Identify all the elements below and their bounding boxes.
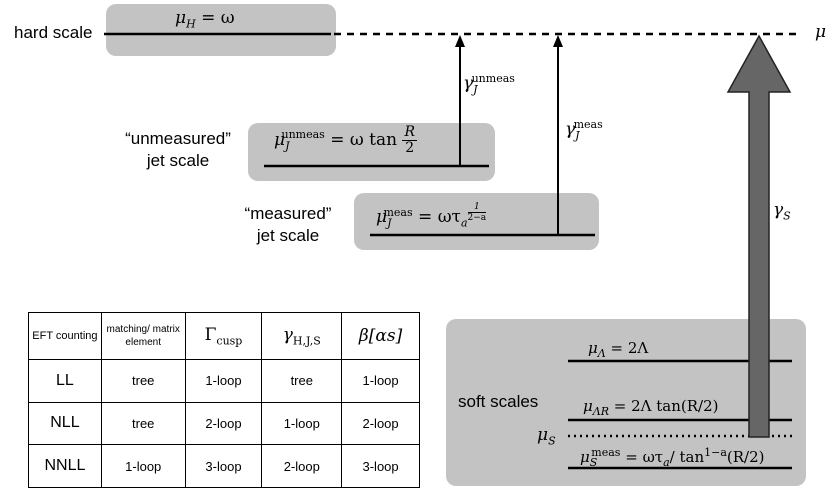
header-beta: β[αs] [341,312,420,360]
table-cell: 1-loop [261,401,343,446]
table-cell: 1-loop [184,359,263,403]
table-cell: 1-loop [100,444,186,488]
gamma-j-meas-label: γJmeas [565,118,603,143]
table-row: NLL tree 2-loop 1-loop 2-loop [28,401,420,446]
table-row: LL tree 1-loop tree 1-loop [28,359,420,403]
gamma-s-big-arrow [726,34,792,438]
mu-s-meas-formula: μSmeas = ωτa/ tan1−a(R/2) [580,446,765,469]
hard-scale-box [106,4,336,56]
table-cell: 3-loop [341,444,420,488]
header-gamma-cusp: Γcusp [184,312,263,360]
unmeasured-jet-box [248,123,495,181]
table-cell: NLL [28,401,102,446]
soft-scales-box [446,319,806,486]
table-cell: tree [100,359,186,403]
header-matching: matching/ matrix element [100,312,186,360]
measured-jet-label: “measured” jet scale [244,204,332,245]
table-cell: 2-loop [261,444,343,488]
table-header-row: EFT counting matching/ matrix element Γc… [28,312,420,360]
hard-scale-label: hard scale [14,23,93,42]
mu-lambda-r-formula: μΛR = 2Λ tan(R/2) [583,397,719,418]
gamma-meas-arrowhead [553,35,563,47]
table-row: NNLL 1-loop 3-loop 2-loop 3-loop [28,444,420,488]
table-cell: LL [28,359,102,403]
mu-axis-label: μ [815,22,827,42]
table-cell: 2-loop [341,401,420,446]
table-cell: NNLL [28,444,102,488]
mu-lambda-formula: μΛ = 2Λ [588,339,649,360]
gamma-unmeas-arrowhead [455,35,465,47]
table-cell: tree [261,359,343,403]
eft-counting-table: EFT counting matching/ matrix element Γc… [28,312,420,488]
gamma-s-label: γS [773,200,791,223]
table-cell: 1-loop [341,359,420,403]
header-eft-counting: EFT counting [28,312,102,360]
mu-s-label: μS [537,425,556,448]
header-gamma-hjs: γH,J,S [261,312,343,360]
table-cell: tree [100,401,186,446]
table-cell: 2-loop [184,401,263,446]
table-cell: 3-loop [184,444,263,488]
soft-scales-label: soft scales [458,392,539,411]
mu-h-formula: μH = ω [175,8,235,31]
gamma-j-unmeas-label: γJunmeas [463,72,515,97]
unmeasured-jet-label: “unmeasured” jet scale [125,129,231,170]
